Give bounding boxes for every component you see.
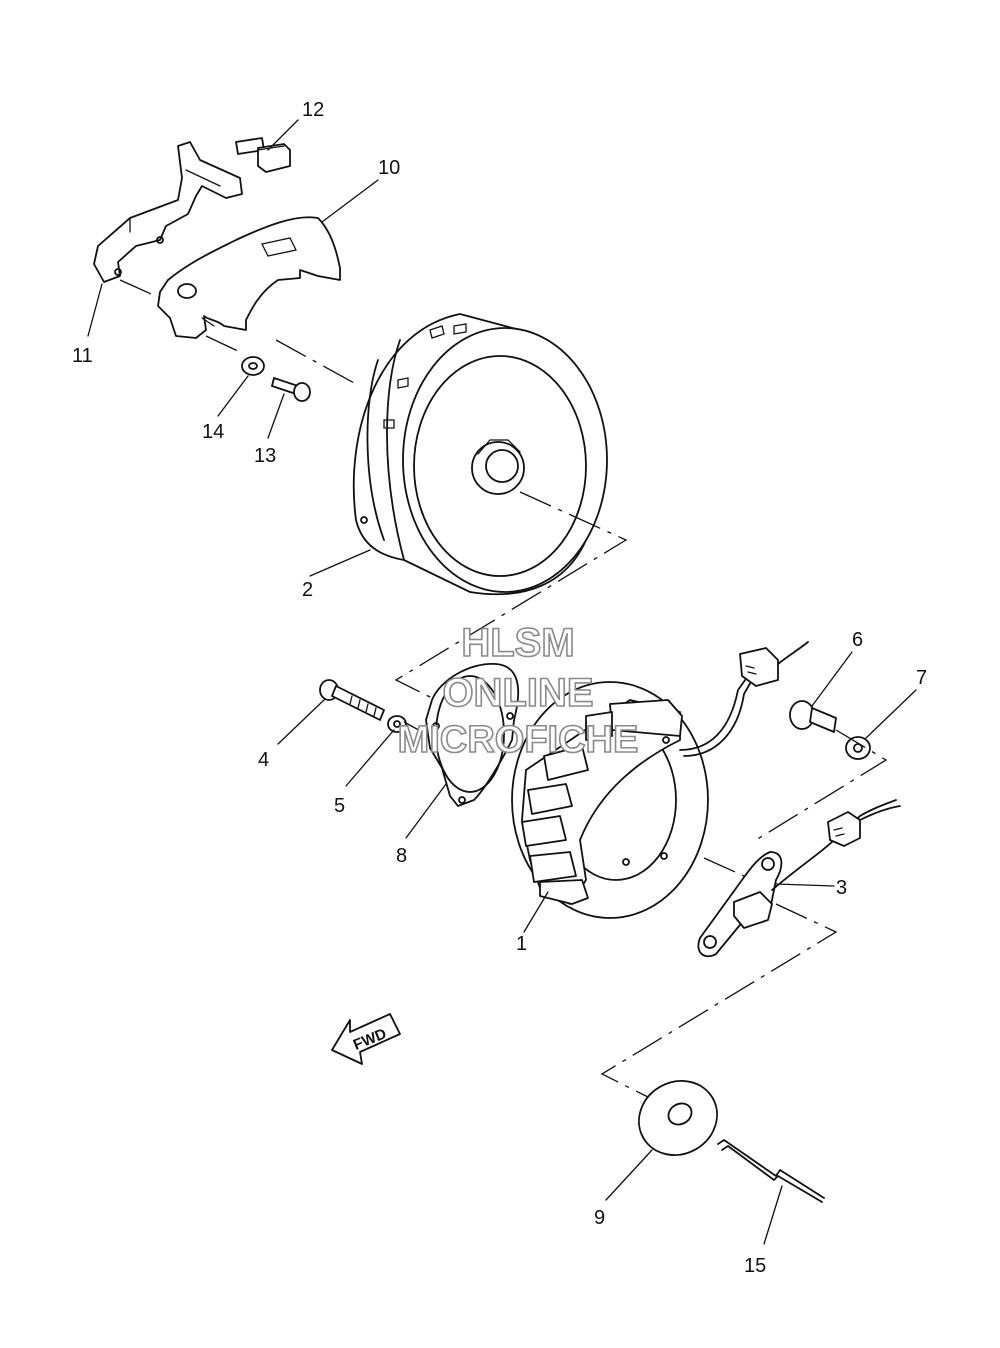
callout-8: 8	[396, 845, 407, 867]
part-1-wire-harness	[679, 641, 809, 757]
callout-9: 9	[594, 1207, 605, 1229]
callout-12: 12	[302, 99, 324, 121]
part-15-pin	[717, 1139, 825, 1203]
callout-11: 11	[72, 345, 93, 367]
callout-13: 13	[254, 445, 276, 467]
callout-4: 4	[258, 749, 269, 771]
part-9-washer	[638, 1080, 718, 1156]
part-12-cap	[235, 137, 291, 173]
part-7-washer	[845, 736, 871, 760]
part-1-stator	[511, 681, 709, 919]
callout-1: 1	[516, 933, 527, 955]
callout-5: 5	[334, 795, 345, 817]
callout-7: 7	[916, 667, 927, 689]
leader-lines	[87, 119, 917, 1245]
watermark-line-2: ONLINE	[442, 671, 593, 715]
part-6-bolt	[789, 700, 837, 733]
callout-14: 14	[202, 421, 224, 443]
callout-6: 6	[852, 629, 863, 651]
part-8-plate	[425, 663, 520, 807]
watermark: HLSM ONLINE MICROFICHE	[397, 620, 639, 762]
watermark-line-3: MICROFICHE	[398, 719, 639, 761]
callout-15: 15	[744, 1255, 766, 1277]
callout-10: 10	[378, 157, 400, 179]
part-10-cover	[157, 216, 341, 339]
part-4-screw	[319, 679, 385, 721]
fwd-arrow-icon: FWD	[331, 1013, 401, 1065]
part-3-pickup-coil	[697, 799, 901, 958]
part-11-bracket	[93, 141, 243, 283]
part-13-bolt	[271, 377, 311, 402]
part-5-washer	[387, 715, 407, 733]
part-14-washer	[241, 356, 265, 376]
watermark-line-1: HLSM	[461, 621, 574, 665]
part-2-rotor	[352, 313, 608, 596]
callout-2: 2	[302, 579, 313, 601]
callout-3: 3	[836, 877, 847, 899]
